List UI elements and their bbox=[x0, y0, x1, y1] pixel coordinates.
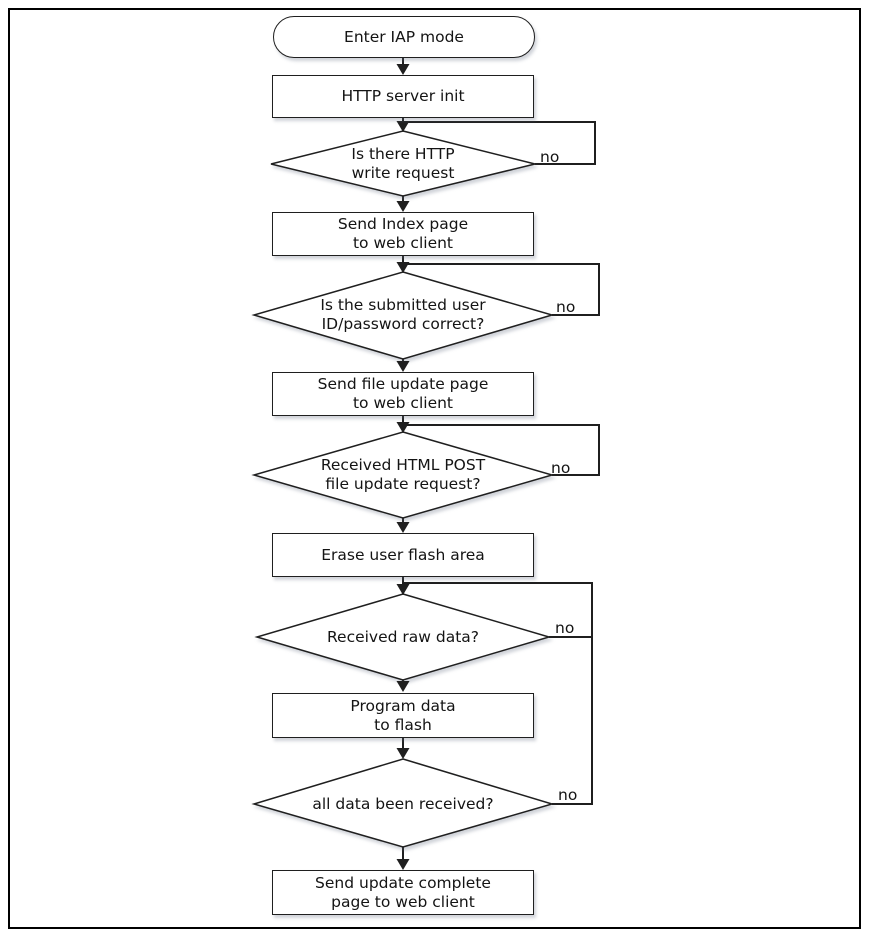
edge-no-loop-decision1 bbox=[403, 121, 596, 165]
edge-label-no-2: no bbox=[556, 298, 576, 316]
arrowhead bbox=[396, 859, 410, 870]
edge-no-loop-decision2 bbox=[403, 263, 600, 316]
node-erase-user-flash: Erase user flash area bbox=[272, 533, 534, 577]
node-send-file-update-page: Send file update page to web client bbox=[272, 372, 534, 416]
node-send-index-page: Send Index page to web client bbox=[272, 212, 534, 256]
arrowhead bbox=[396, 681, 410, 692]
edge-label-no-3: no bbox=[551, 459, 571, 477]
edge-label-no-1: no bbox=[540, 148, 560, 166]
arrowhead bbox=[396, 64, 410, 75]
decision-html-post-request-label: Received HTML POST file update request? bbox=[320, 456, 486, 493]
arrowhead bbox=[396, 522, 410, 533]
decision-all-data-received-shape bbox=[251, 758, 555, 848]
arrowhead bbox=[396, 121, 410, 132]
arrowhead bbox=[396, 748, 410, 759]
edge-no-loop-decision5 bbox=[403, 582, 593, 805]
arrowhead bbox=[396, 201, 410, 212]
node-program-data-to-flash: Program data to flash bbox=[272, 693, 534, 738]
arrowhead bbox=[396, 262, 410, 273]
decision-raw-data-label: Received raw data? bbox=[326, 627, 480, 646]
decision-html-post-request-shape bbox=[251, 431, 555, 519]
edge-no-loop-decision3 bbox=[403, 424, 600, 476]
arrowhead bbox=[396, 361, 410, 372]
edge-label-no-5: no bbox=[558, 786, 578, 804]
decision-http-write-request-label: Is there HTTP write request bbox=[351, 145, 455, 182]
edge-label-no-4: no bbox=[555, 619, 575, 637]
arrowhead bbox=[396, 584, 410, 595]
arrowhead bbox=[396, 422, 410, 433]
decision-id-password-correct-shape bbox=[251, 271, 555, 360]
node-start: Enter IAP mode bbox=[273, 16, 535, 58]
decision-http-write-request-shape bbox=[270, 130, 536, 197]
node-send-update-complete: Send update complete page to web client bbox=[272, 870, 534, 915]
decision-all-data-received-label: all data been received? bbox=[312, 794, 494, 813]
decision-raw-data-shape bbox=[254, 593, 552, 681]
decision-id-password-correct-label: Is the submitted user ID/password correc… bbox=[320, 296, 486, 333]
node-http-server-init: HTTP server init bbox=[272, 75, 534, 118]
